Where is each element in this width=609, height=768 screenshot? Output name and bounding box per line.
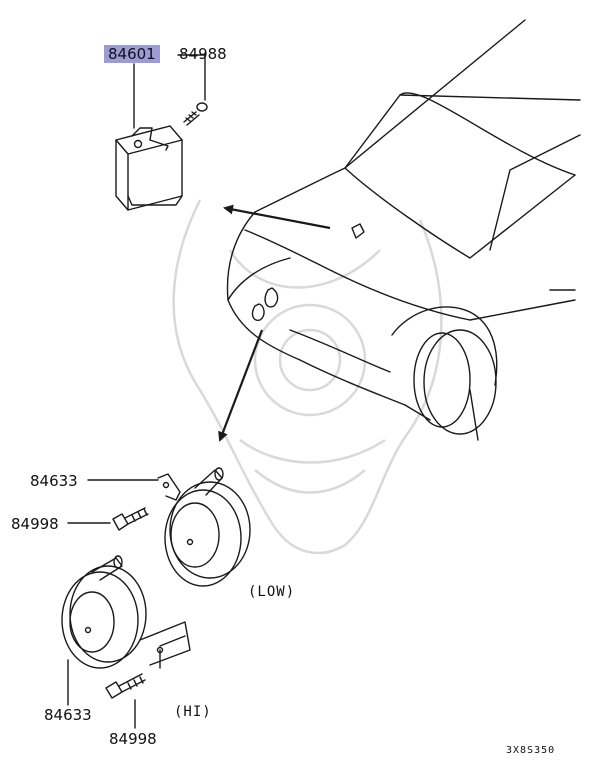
low-horn-caption: (LOW) [248,584,296,600]
low-horn [157,467,251,587]
car-front-illustration [226,19,581,441]
hi-bracket-part-number: 84633 [44,706,92,724]
horn-relay [115,125,183,211]
low-horn-bolt [112,507,149,531]
low-bracket-part-number: 84633 [30,472,78,490]
hi-horn-bolt [105,673,146,699]
watermark-emblem [172,199,443,555]
hi-horn [61,555,191,669]
horn-location-arrow [218,329,264,442]
hi-bolt-part-number: 84998 [109,730,157,748]
low-bolt-part-number: 84998 [11,515,59,533]
screw-leader-line [177,54,206,101]
relay-location-arrow [223,204,331,230]
hi-horn-caption: (HI) [174,704,212,720]
relay-part-number: 84601 [104,45,160,63]
relay-screw-part-number: 84988 [179,45,227,63]
relay-screw [183,102,208,126]
diagram-code: 3X8S350 [506,745,556,756]
